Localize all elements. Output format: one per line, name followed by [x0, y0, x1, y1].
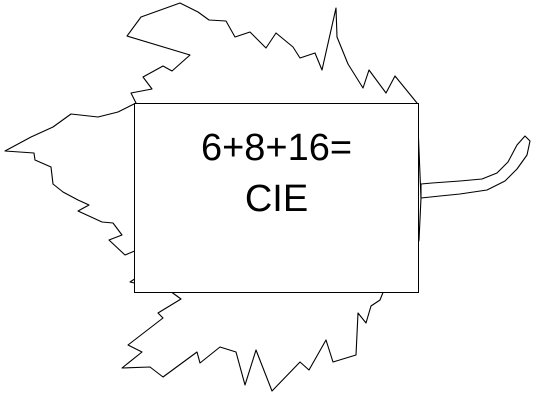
leaf-stem-outline	[420, 135, 531, 199]
label-box: 6+8+16= CIE	[134, 103, 419, 293]
answer-text: CIE	[244, 178, 309, 220]
equation-text: 6+8+16=	[200, 127, 353, 169]
